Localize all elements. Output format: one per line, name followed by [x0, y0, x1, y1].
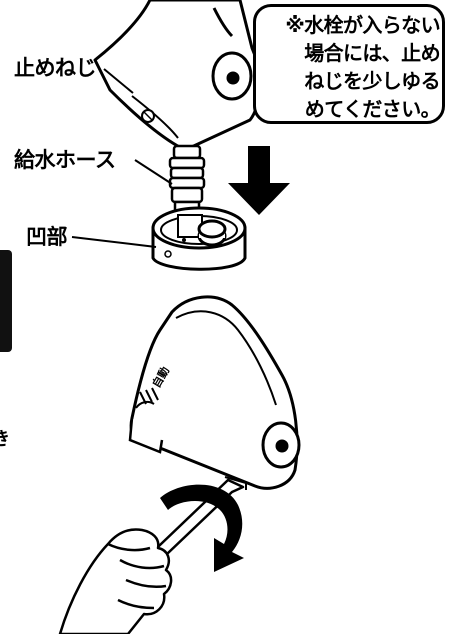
- faucet-unit-body: [129, 295, 299, 490]
- set-screw-label: 止めねじ: [14, 56, 97, 80]
- label-leaders: [71, 68, 173, 248]
- rotate-clockwise-icon: [160, 484, 244, 572]
- supply-hose-label: 給水ホース: [14, 148, 116, 172]
- sensor-wave-icon: [135, 387, 159, 409]
- side-mark: き: [0, 429, 10, 450]
- note-line-1: ※水栓が入らない: [285, 13, 440, 37]
- note-callout: ※水栓が入らない 場合には、止め ねじを少しゆる めてください。: [253, 4, 445, 124]
- hand-illustration: [58, 528, 173, 634]
- note-line-4: めてください。: [304, 97, 441, 121]
- recess-label: 凹部: [26, 225, 68, 249]
- faucet-side-cap: [211, 51, 253, 101]
- note-line-3: ねじを少しゆる: [304, 69, 440, 93]
- page-edge-tab: [0, 250, 12, 352]
- mounting-base: [151, 206, 247, 271]
- unit-side-cap: [261, 421, 301, 469]
- note-line-2: 場合には、止め: [304, 41, 440, 65]
- down-arrow-icon: [228, 146, 290, 215]
